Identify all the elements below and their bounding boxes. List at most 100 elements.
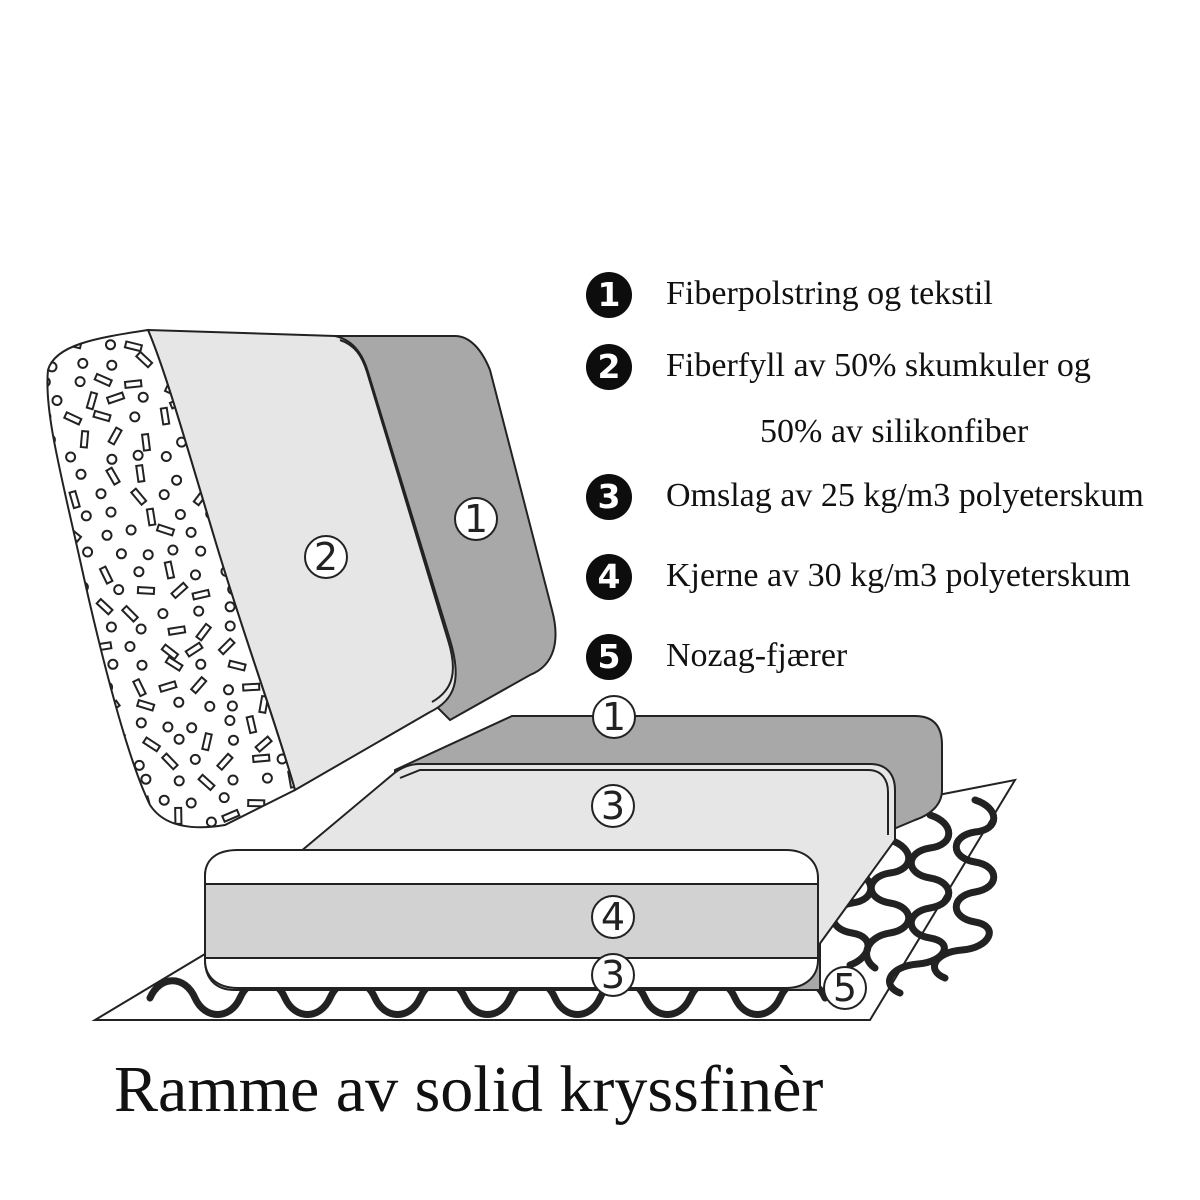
filling-fiber xyxy=(98,565,114,585)
filling-fiber xyxy=(164,655,184,672)
legend-text-2: Fiberfyll av 50% skumkuler og xyxy=(666,347,1091,384)
filling-fiber xyxy=(159,406,171,426)
filling-fiber xyxy=(123,340,144,353)
seat-wrap-inner-edge xyxy=(399,769,889,835)
filling-fiber xyxy=(85,390,99,411)
filling-bead xyxy=(115,548,127,560)
spring-side-row xyxy=(829,796,998,997)
filling-bead xyxy=(160,451,172,462)
filling-fiber xyxy=(194,622,213,642)
filling-fiber xyxy=(47,752,57,772)
filling-fiber xyxy=(191,588,211,601)
filling-fiber xyxy=(258,694,270,714)
filling-bead xyxy=(54,771,65,783)
filling-bead xyxy=(106,359,118,371)
filling-fiber xyxy=(47,491,53,503)
filling-bead xyxy=(167,544,179,556)
filling-bead xyxy=(185,797,197,809)
filling-fiber xyxy=(73,778,94,792)
filling-bead xyxy=(47,339,52,350)
filling-fiber xyxy=(220,808,241,823)
filling-fiber xyxy=(158,680,178,694)
legend-text-5: Nozag-fjærer xyxy=(666,637,848,674)
legend-bullet-4: 4 xyxy=(586,554,632,600)
legend-text-3: Omslag av 25 kg/m3 polyeterskum xyxy=(666,477,1144,514)
filling-bead xyxy=(189,753,201,765)
filling-fiber xyxy=(167,625,187,636)
filling-fiber xyxy=(105,466,121,486)
filling-bead xyxy=(125,524,137,536)
filling-bead xyxy=(135,717,147,729)
filling-bead xyxy=(186,722,198,734)
filling-bead xyxy=(103,756,114,768)
seat-core-band xyxy=(204,883,819,959)
filling-fiber xyxy=(123,379,143,390)
filling-fiber xyxy=(68,489,81,510)
filling-bead xyxy=(95,488,107,500)
filling-bead xyxy=(132,449,144,461)
filling-bead xyxy=(51,395,63,406)
filling-bead xyxy=(173,775,185,787)
legend-bullet-5: 5 xyxy=(586,634,632,680)
filling-bead xyxy=(105,339,116,351)
filling-fiber xyxy=(111,731,127,752)
filling-fiber xyxy=(62,410,83,426)
filling-bead xyxy=(47,680,57,692)
filling-bead xyxy=(47,528,48,540)
filling-bead xyxy=(173,696,185,708)
filling-fiber xyxy=(184,641,204,658)
filling-fiber xyxy=(108,769,120,789)
filling-bead xyxy=(47,563,50,575)
legend-text-4: Kjerne av 30 kg/m3 polyeterskum xyxy=(666,557,1131,594)
filling-fiber xyxy=(135,698,156,712)
legend-bullet-3: 3 xyxy=(586,474,632,520)
filling-fiber xyxy=(47,448,55,468)
filling-bead xyxy=(101,529,113,541)
filling-bead xyxy=(129,411,141,423)
filling-bead xyxy=(72,601,84,613)
filling-bead xyxy=(171,474,183,486)
label-seat-wrap-bottom-text: 3 xyxy=(601,953,625,997)
label-seat-core-text: 4 xyxy=(601,895,625,939)
filling-bead xyxy=(47,376,51,388)
filling-bead xyxy=(174,509,186,520)
filling-bead xyxy=(142,549,154,561)
label-back-fill-text: 2 xyxy=(314,535,338,579)
filling-bead xyxy=(193,605,205,617)
filling-bead xyxy=(113,584,125,596)
filling-bead xyxy=(185,526,197,538)
label-springs-text: 5 xyxy=(833,966,857,1010)
filling-fiber xyxy=(105,391,126,405)
filling-fiber xyxy=(108,816,127,827)
filling-bead xyxy=(70,677,82,688)
label-springs: 5 xyxy=(823,966,867,1010)
label-back-cover: 1 xyxy=(454,497,498,541)
filling-bead xyxy=(141,810,153,822)
filling-bead xyxy=(162,721,174,733)
filling-bead xyxy=(195,545,207,557)
filling-fiber xyxy=(140,432,152,452)
filling-bead xyxy=(224,601,236,613)
filling-bead xyxy=(227,774,239,786)
filling-bead xyxy=(195,658,207,670)
filling-bead xyxy=(226,700,238,712)
filling-bead xyxy=(77,701,88,713)
filling-bead xyxy=(107,658,119,670)
filling-bead xyxy=(218,792,230,804)
back-fill-inner-edge xyxy=(339,339,454,703)
filling-bead xyxy=(124,641,136,652)
filling-fiber xyxy=(160,643,180,661)
filling-bead xyxy=(224,620,236,632)
filling-bead xyxy=(287,811,296,823)
filling-fiber xyxy=(135,464,146,483)
filling-fiber xyxy=(217,637,236,656)
filling-fiber xyxy=(47,600,58,621)
filling-fiber xyxy=(49,508,60,527)
filling-bead xyxy=(228,734,239,746)
filling-fiber xyxy=(131,677,148,698)
filling-bead xyxy=(133,759,145,771)
label-seat-wrap-top-text: 3 xyxy=(601,784,625,828)
label-seat-cover: 1 xyxy=(592,695,636,739)
filling-fiber xyxy=(242,682,261,692)
filling-fiber xyxy=(92,409,112,423)
